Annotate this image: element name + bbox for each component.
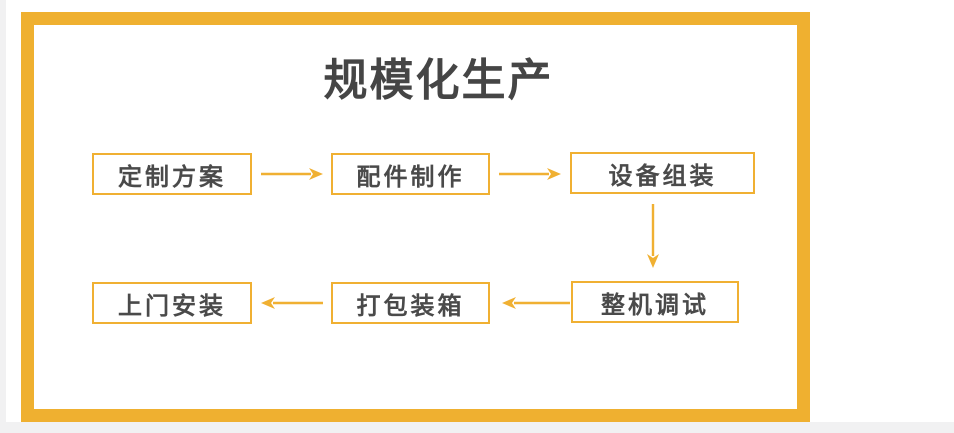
flow-step-packing: 打包装箱 xyxy=(331,282,490,324)
arrow-left-icon xyxy=(261,297,323,309)
production-flow-frame xyxy=(21,12,810,422)
flow-step-equipment-assembly: 设备组装 xyxy=(570,152,755,194)
page-edge-strip-bottom xyxy=(0,422,954,433)
diagram-title: 规模化生产 xyxy=(323,55,554,106)
flow-step-onsite-installation: 上门安装 xyxy=(92,282,252,324)
page-edge-strip-left xyxy=(0,0,6,433)
flow-step-custom-plan: 定制方案 xyxy=(92,153,252,195)
arrow-down-icon xyxy=(647,204,659,268)
arrow-left-icon xyxy=(502,297,570,309)
flow-step-parts-making: 配件制作 xyxy=(331,153,490,195)
arrow-right-icon xyxy=(499,168,561,180)
flow-step-machine-debugging: 整机调试 xyxy=(571,281,739,323)
arrow-right-icon xyxy=(261,168,323,180)
